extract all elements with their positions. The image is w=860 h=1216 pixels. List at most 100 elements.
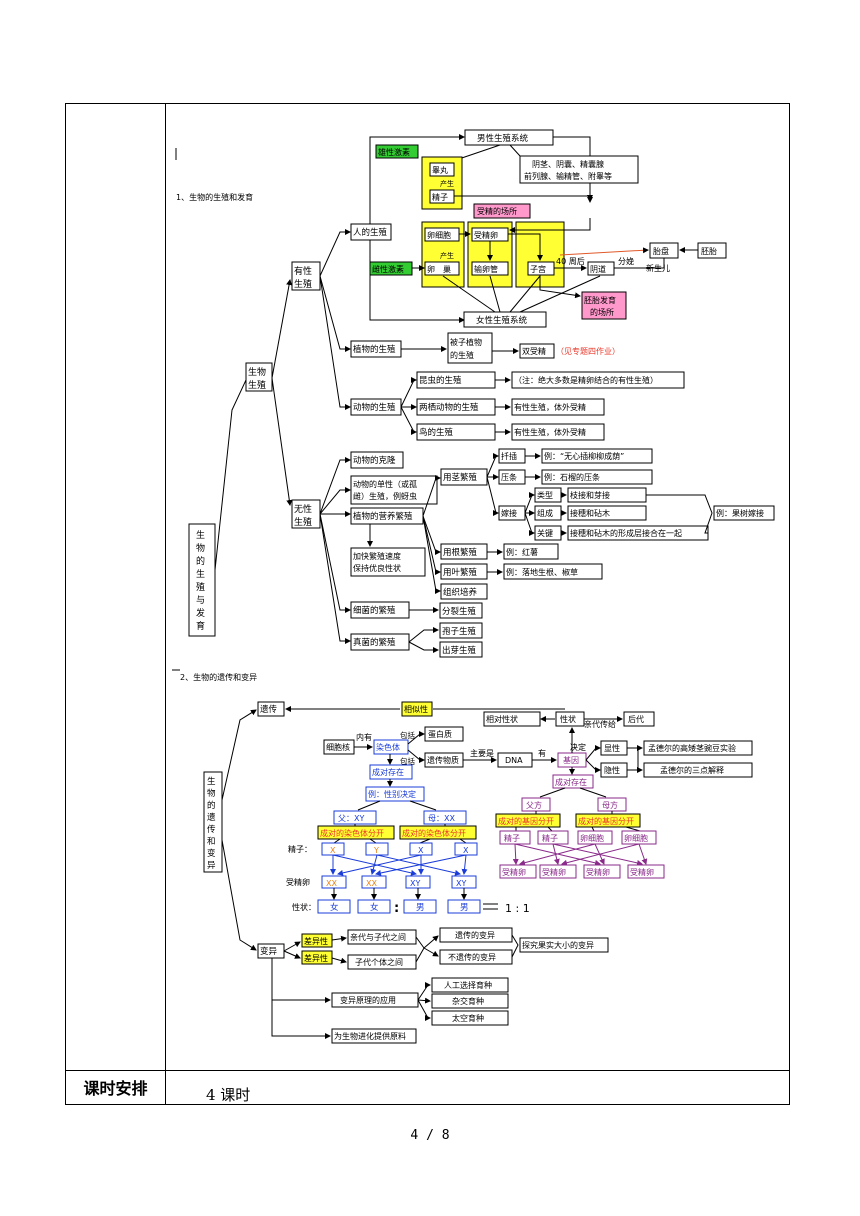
zhenjun: 真菌的繁殖 [353, 637, 396, 648]
chr-1: X [330, 846, 336, 855]
danxing-1: 动物的单性（或孤 [353, 479, 417, 489]
bukyichuan: 不遗传的变异 [448, 952, 496, 962]
schedule-value: 4 课时 [206, 1086, 251, 1104]
lesson-table: 课时安排 4 课时 [65, 103, 790, 1105]
wuxing-2: 生殖 [294, 516, 312, 528]
mendel-2: 孟德尔的三点解释 [660, 765, 724, 775]
shuangshoujing: 双受精 [522, 346, 546, 356]
sex-4: 男 [460, 903, 469, 913]
column-divider [165, 104, 166, 1104]
male-system: 男性生殖系统 [477, 133, 529, 144]
fenlie: 分裂生殖 [442, 606, 477, 617]
chansheng-female: 产生 [440, 251, 454, 260]
chuya: 出芽生殖 [442, 645, 477, 656]
section1-title: 1、生物的生殖和发育 [176, 192, 253, 202]
yuanli: 变异原理的应用 [340, 995, 396, 1005]
svg-text:生: 生 [207, 776, 216, 787]
beizi-1: 被子植物 [450, 337, 482, 347]
shoujingluan-label: 受精卵 [286, 877, 310, 887]
svg-text:生: 生 [196, 529, 205, 541]
svg-text:育: 育 [196, 620, 205, 632]
gzyg-4: 受精卵 [630, 867, 654, 877]
jiajie-ex: 例：果树嫁接 [716, 508, 764, 518]
taipan: 胎盘 [653, 246, 669, 256]
kyichuan: 遗传的变异 [455, 930, 495, 940]
gcell-3: 卵细胞 [580, 833, 604, 843]
qindaichuandi: 亲代传给 [584, 719, 616, 729]
gzyg-3: 受精卵 [586, 867, 610, 877]
root2-text: 生 物 的 遗 传 和 变 异 [207, 776, 216, 871]
male-organs-2: 前列腺、输精管、附睾等 [524, 171, 612, 181]
zyg-2: XX [366, 879, 377, 888]
chansheng-male: 产生 [440, 179, 454, 188]
sex-1: 女 [330, 902, 339, 913]
chayixing-2: 差异性 [304, 953, 328, 963]
jingzi-label: 精子： [288, 844, 312, 854]
xingzhuang-label: 性状： [292, 902, 316, 912]
jueding: 决定 [570, 742, 586, 752]
shengwu-shengzhi-2: 生殖 [248, 379, 266, 391]
zhou-label: 40 周后 [556, 256, 585, 266]
beizi-2: 的生殖 [450, 350, 474, 360]
gzyg-2: 受精卵 [542, 867, 566, 877]
danxing-2: 雌）生殖，例蚜虫 [353, 491, 417, 501]
root1-text: 生 物 的 生 殖 与 发 育 [196, 529, 205, 632]
peitai: 胚胎 [701, 246, 717, 256]
kunchong: 昆虫的生殖 [419, 375, 462, 386]
chengdui-1: 成对存在 [372, 767, 404, 777]
yinxing: 隐性 [604, 765, 620, 775]
youxing-2: 生殖 [294, 278, 312, 290]
section2-title: 2、生物的遗传和变异 [180, 672, 257, 682]
svg-text:的: 的 [207, 800, 216, 811]
svg-text:变: 变 [207, 848, 216, 859]
neiyou: 内有 [356, 732, 372, 742]
peitai-site-1: 胚胎发育 [584, 295, 616, 305]
jiyin: 基因 [563, 755, 579, 765]
fenkai-2: 成对的染色体分开 [402, 828, 466, 838]
yichuanwuzhi: 遗传物质 [427, 755, 459, 765]
bianyi: 变异 [260, 946, 278, 957]
chr-2: Y [373, 846, 379, 855]
chengdui-2: 成对存在 [555, 777, 587, 787]
zhiwu-shengzhi: 植物的生殖 [353, 344, 396, 355]
xiangsixing: 相似性 [404, 704, 428, 714]
fufang: 父方 [526, 800, 542, 810]
svg-text:遗: 遗 [207, 812, 216, 823]
xiongxing-jisu: 雄性激素 [378, 147, 410, 157]
gcell-2: 精子 [542, 833, 558, 843]
mendel-1: 孟德尔的高矮茎豌豆实验 [648, 743, 736, 753]
yingyang: 植物的营养繁殖 [353, 511, 413, 522]
fu-xy: 父：XY [338, 814, 364, 823]
zyg-3: XY [410, 879, 420, 888]
niao-note: 有性生殖，体外受精 [514, 427, 586, 437]
yatiao: 压条 [501, 472, 517, 482]
svg-text:异: 异 [207, 861, 216, 871]
chayixing-1: 差异性 [304, 936, 328, 946]
xiangduixingzhuang: 相对性状 [486, 714, 518, 724]
svg-text:殖: 殖 [196, 581, 205, 593]
ren-shengzhi: 人的生殖 [353, 227, 388, 238]
kelong: 动物的克隆 [353, 455, 396, 466]
gcell-1: 精子 [504, 833, 520, 843]
niao: 鸟的生殖 [419, 427, 454, 438]
baozi: 孢子生殖 [442, 626, 477, 637]
guanjian-v: 接穗和砧木的形成层接合在一起 [570, 528, 682, 538]
page-number: 4 / 8 [410, 1128, 450, 1143]
sex-3: 男 [416, 903, 425, 913]
baokuo-2: 包括 [400, 756, 415, 766]
leixing: 类型 [537, 490, 553, 500]
wuxing-1: 无性 [294, 503, 312, 515]
you: 有 [538, 748, 546, 758]
jingzi: 精子 [432, 192, 448, 202]
svg-text:传: 传 [207, 824, 216, 835]
schedule-label: 课时安排 [83, 1079, 148, 1098]
fenkai-1: 成对的染色体分开 [320, 828, 384, 838]
shengwu-shengzhi-1: 生物 [248, 366, 266, 378]
qiancha: 扦插 [501, 451, 517, 461]
guanjian: 关键 [537, 528, 553, 538]
svg-text:和: 和 [207, 837, 216, 847]
zuzhi: 组织培养 [443, 587, 478, 598]
leixing-v: 枝接和芽接 [570, 490, 610, 500]
yongye-ex: 例：落地生根、椒草 [506, 567, 578, 577]
